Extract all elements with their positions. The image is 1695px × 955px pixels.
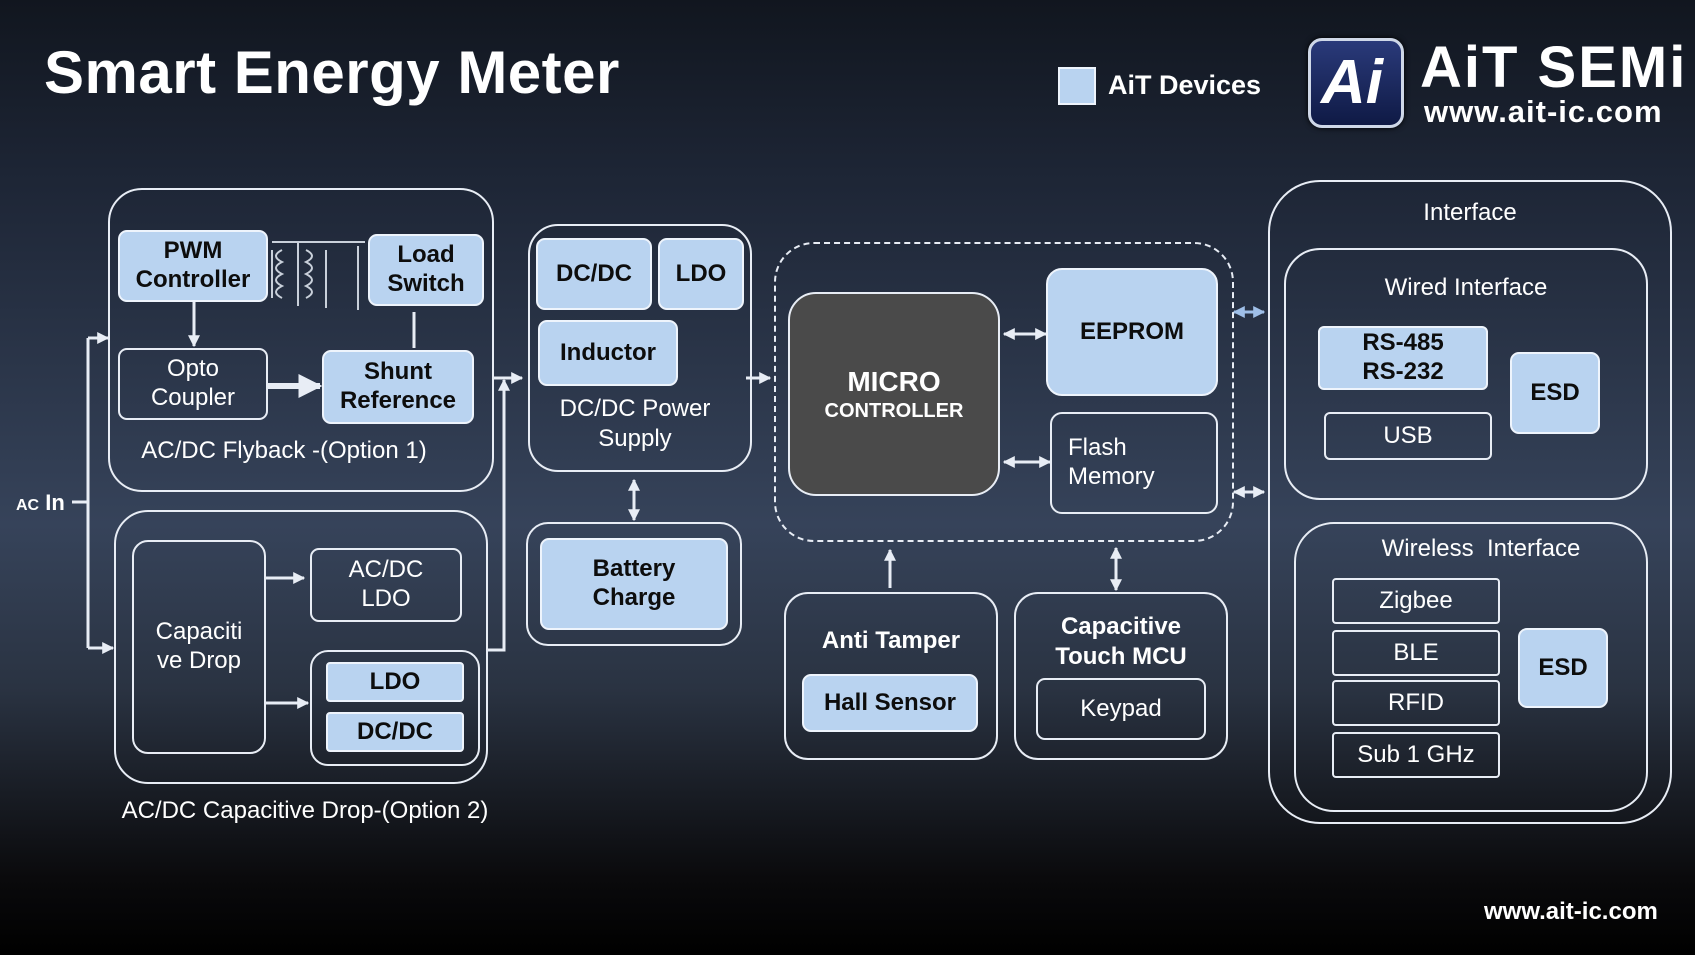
battery-group [526, 522, 742, 646]
touch-mcu-group [1014, 592, 1228, 760]
footer-url: www.ait-ic.com [1484, 898, 1658, 925]
usb-block: USB [1324, 412, 1492, 460]
anti-tamper-title: Anti Tamper [821, 627, 961, 654]
interface-group [1268, 180, 1672, 824]
mcu-line2: CONTROLLER [824, 399, 964, 422]
power-ldo-block: LDO [658, 238, 744, 310]
flash-memory-block: Flash Memory [1050, 412, 1218, 514]
acdc-ldo-block: AC/DC LDO [310, 548, 462, 622]
touch-mcu-title: Capacitive Touch MCU [1055, 613, 1187, 670]
keypad-block: Keypad [1036, 678, 1206, 740]
wired-esd-block: ESD [1510, 352, 1600, 434]
battery-charge-block: Battery Charge [540, 538, 728, 630]
hall-sensor-block: Hall Sensor [802, 674, 978, 732]
power-supply-caption: DC/DC Power Supply [559, 395, 711, 452]
capdrop-ldo-block: LDO [326, 662, 464, 702]
zigbee-block: Zigbee [1332, 578, 1500, 624]
pwm-controller-block: PWM Controller [118, 230, 268, 302]
wired-interface-title: Wired Interface [1384, 274, 1548, 301]
rs485-rs232-block: RS-485 RS-232 [1318, 326, 1488, 390]
ac-in-label: AC In [16, 490, 65, 516]
eeprom-block: EEPROM [1046, 268, 1218, 396]
logo-mark: Ai [1321, 48, 1383, 117]
load-switch-block: Load Switch [368, 234, 484, 306]
wireless-interface-group [1294, 522, 1648, 812]
flyback-caption: AC/DC Flyback -(Option 1) [141, 437, 427, 464]
logo-company: AiT SEMi [1420, 35, 1688, 100]
wireless-esd-block: ESD [1518, 628, 1608, 708]
wireless-interface-title: Wireless Interface [1381, 535, 1581, 562]
legend-label: AiT Devices [1108, 70, 1262, 100]
power-supply-group [528, 224, 752, 472]
anti-tamper-group [784, 592, 998, 760]
opto-coupler-block: Opto Coupler [118, 348, 268, 420]
shunt-reference-block: Shunt Reference [322, 350, 474, 424]
microcontroller-block: MICRO CONTROLLER [788, 292, 1000, 496]
inductor-block: Inductor [538, 320, 678, 386]
flyback-group [108, 188, 494, 492]
capacitive-drop-block: Capaciti ve Drop [132, 540, 266, 754]
logo-url: www.ait-ic.com [1424, 94, 1663, 129]
mcu-region [774, 242, 1234, 542]
sub1ghz-block: Sub 1 GHz [1332, 732, 1500, 778]
legend-swatch [1058, 67, 1096, 105]
capdrop-dcdc-block: DC/DC [326, 712, 464, 752]
power-dcdc-block: DC/DC [536, 238, 652, 310]
ait-logo-icon: Ai [1308, 38, 1404, 128]
ble-block: BLE [1332, 630, 1500, 676]
interface-title: Interface [1423, 199, 1517, 226]
rfid-block: RFID [1332, 680, 1500, 726]
page-title: Smart Energy Meter [44, 39, 620, 106]
wired-interface-group [1284, 248, 1648, 500]
capdrop-group [114, 510, 488, 784]
ac-in-text: In [45, 490, 65, 515]
mcu-line1: MICRO [847, 366, 941, 398]
ldo-dcdc-group [310, 650, 480, 766]
ac-in-prefix: AC [16, 497, 40, 514]
capdrop-caption: AC/DC Capacitive Drop-(Option 2) [121, 797, 489, 824]
